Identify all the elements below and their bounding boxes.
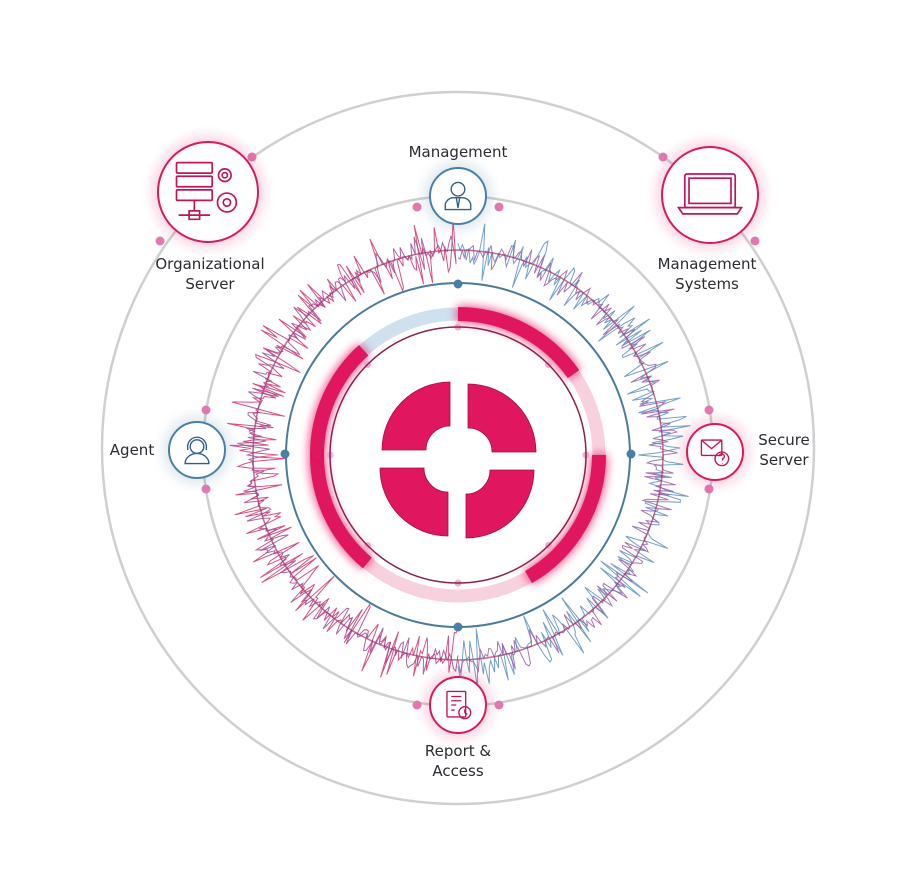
segment-track-blue [330, 307, 459, 388]
connector-dot [201, 405, 211, 415]
waveform-base-ring [252, 249, 664, 661]
blue-ring-node-right [626, 449, 636, 459]
segment-active [310, 345, 369, 456]
waveform-ring [227, 218, 691, 690]
connector-dot [494, 700, 504, 710]
connector-dot [412, 202, 422, 212]
blue-ring-node-left [280, 449, 290, 459]
label-management: Management [408, 143, 508, 161]
label-management-systems: Management Systems [657, 255, 757, 293]
segment-active [310, 454, 372, 569]
label-agent: Agent [109, 441, 155, 459]
user-tie-icon [444, 181, 472, 211]
connector-dot [704, 405, 714, 415]
waveform-line [457, 244, 679, 674]
node-organizational-server[interactable] [152, 136, 264, 248]
connector-dot [155, 236, 165, 246]
waveform-line [227, 218, 459, 678]
blue-ring [285, 282, 631, 628]
connector-dot [412, 700, 422, 710]
logo-blade [465, 469, 535, 539]
waveform-line [237, 235, 459, 675]
connector-dot [750, 236, 760, 246]
connector-dot [704, 484, 714, 494]
segmented-progress-ring [310, 307, 606, 603]
logo-blade [379, 467, 449, 537]
inner-thin-ring [329, 326, 587, 584]
waveform-line [457, 223, 691, 690]
node-secure-server[interactable] [681, 418, 749, 486]
mail-question-icon [700, 439, 730, 467]
center-pinwheel-logo [379, 381, 537, 539]
label-secure-server: Secure Server [758, 431, 810, 469]
blue-ring-node-top [453, 279, 463, 289]
connector-dot [494, 202, 504, 212]
orbit-connector-dots [155, 152, 760, 710]
connector-dot [201, 484, 211, 494]
node-agent[interactable] [163, 416, 231, 484]
blue-ring-node-bottom [453, 622, 463, 632]
server-gears-icon [175, 161, 238, 221]
outer-orbit-ring [100, 90, 816, 806]
segment-active [457, 307, 580, 379]
headset-agent-icon [184, 436, 210, 465]
report-document-icon [446, 690, 472, 720]
logo-blade [467, 383, 537, 453]
label-organizational-server: Organizational Server [155, 255, 265, 293]
node-report-access[interactable] [424, 671, 492, 739]
segment-active [524, 454, 606, 584]
laptop-icon [676, 173, 744, 215]
node-management-systems[interactable] [656, 141, 764, 249]
node-management[interactable] [424, 162, 492, 230]
connector-dot [658, 152, 668, 162]
logo-blade [381, 381, 451, 451]
label-report-access: Report & Access [424, 742, 492, 780]
